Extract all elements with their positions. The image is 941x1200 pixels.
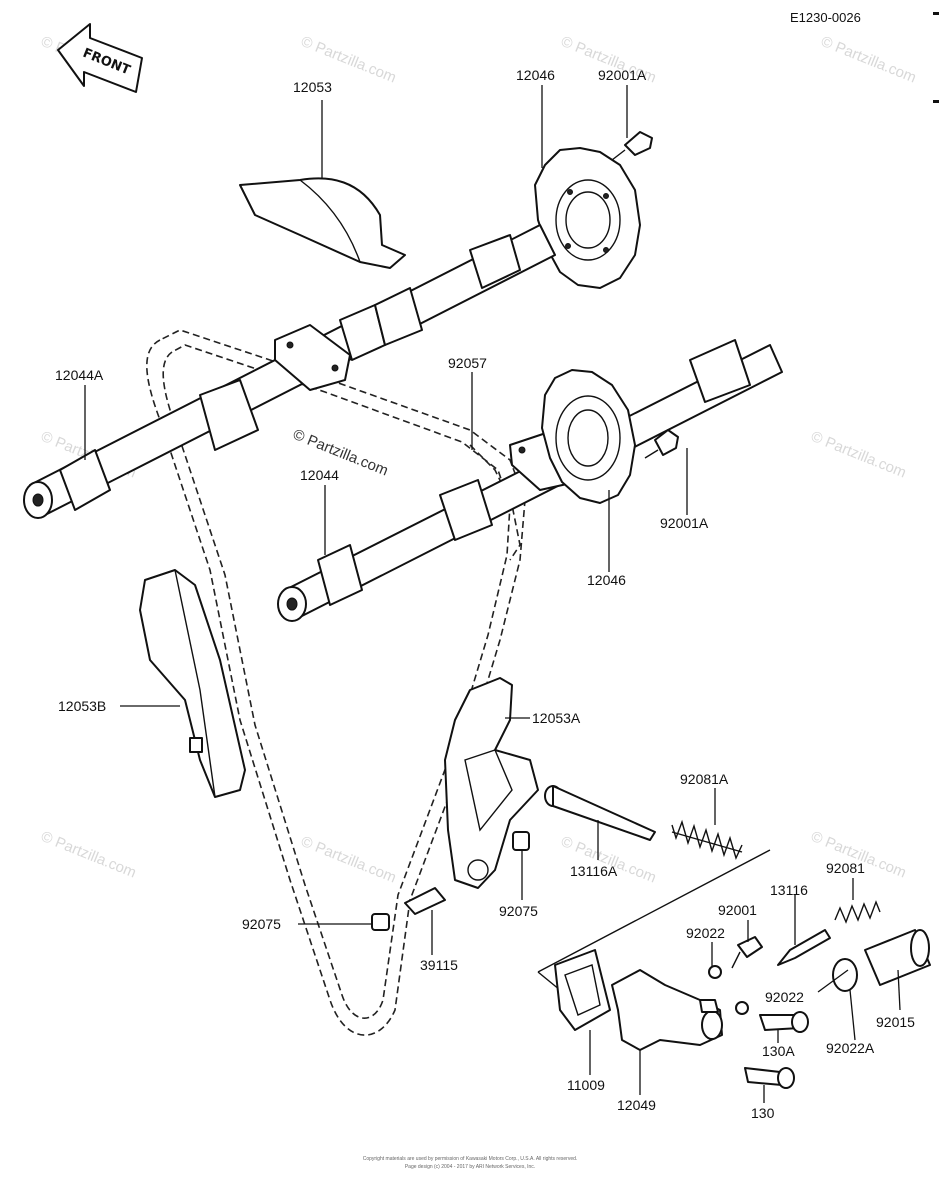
clip-39115 [404, 887, 446, 915]
pad-92075-left [371, 913, 390, 931]
leader-lines [84, 85, 901, 1103]
label-12053A: 12053A [532, 710, 581, 726]
spring-92081 [834, 900, 881, 924]
rod-13116 [777, 929, 831, 966]
washer-92022-right [735, 1001, 749, 1015]
pad-92075-right [512, 831, 530, 851]
bolt-92001 [731, 936, 763, 969]
front-arrow-icon: FRONT [57, 23, 143, 93]
watermark-text: © Partzilla.com [39, 828, 139, 882]
label-92001A-top: 92001A [598, 67, 647, 83]
part-labels: 12053 12046 92001A 12044A 92057 12044 92… [55, 67, 915, 1121]
label-13116: 13116 [770, 882, 808, 898]
washer-92022-top [708, 965, 722, 979]
upper-camshaft [23, 224, 556, 519]
label-11009: 11009 [567, 1077, 605, 1093]
chain-guide-left [139, 569, 246, 798]
label-92022-top: 92022 [686, 925, 725, 941]
label-12046-top: 12046 [516, 67, 555, 83]
label-92081: 92081 [826, 860, 865, 876]
right-sprocket [541, 369, 636, 504]
ring-92022A [832, 958, 858, 992]
spring-92081A [671, 819, 743, 860]
label-92001: 92001 [718, 902, 757, 918]
lower-camshaft [277, 339, 783, 622]
watermark-text: © Partzilla.com [299, 833, 399, 887]
page-edge-mark [933, 12, 939, 15]
label-12046-right: 12046 [587, 572, 626, 588]
cap-92015 [864, 929, 931, 986]
watermark-text: © Partzilla.com [819, 33, 919, 87]
label-12044: 12044 [300, 467, 339, 483]
label-12053: 12053 [293, 79, 332, 95]
label-92075-left: 92075 [242, 916, 281, 932]
label-92022-right: 92022 [765, 989, 804, 1005]
label-12044A: 12044A [55, 367, 104, 383]
tensioner-pushrod [544, 785, 656, 841]
label-92001A-right: 92001A [660, 515, 709, 531]
copyright-line: Page design (c) 2004 - 2017 by ARI Netwo… [405, 1164, 535, 1170]
page-edge-mark [933, 100, 939, 103]
tensioner-assembly [537, 849, 771, 1051]
label-130: 130 [751, 1105, 775, 1121]
bolt-130A [759, 1011, 809, 1033]
label-92015: 92015 [876, 1014, 915, 1030]
copyright-footer: Copyright materials are used by permissi… [363, 1156, 578, 1170]
label-12053B: 12053B [58, 698, 106, 714]
watermark-text: © Partzilla.com [809, 428, 909, 482]
label-13116A: 13116A [570, 863, 618, 879]
cam-chain [146, 329, 526, 1036]
cam-cover [239, 177, 406, 269]
bolt-right [644, 429, 679, 459]
label-39115: 39115 [420, 957, 458, 973]
top-sprocket [534, 147, 641, 289]
chain-guide-right [444, 677, 539, 889]
label-92081A: 92081A [680, 771, 729, 787]
bolt-top [611, 131, 653, 161]
label-92075-right: 92075 [499, 903, 538, 919]
bolt-130 [744, 1067, 795, 1089]
diagram-code: E1230-0026 [790, 10, 861, 25]
label-12049: 12049 [617, 1097, 656, 1113]
label-92022A: 92022A [826, 1040, 875, 1056]
label-130A: 130A [762, 1043, 795, 1059]
copyright-line: Copyright materials are used by permissi… [363, 1156, 578, 1162]
label-92057: 92057 [448, 355, 487, 371]
